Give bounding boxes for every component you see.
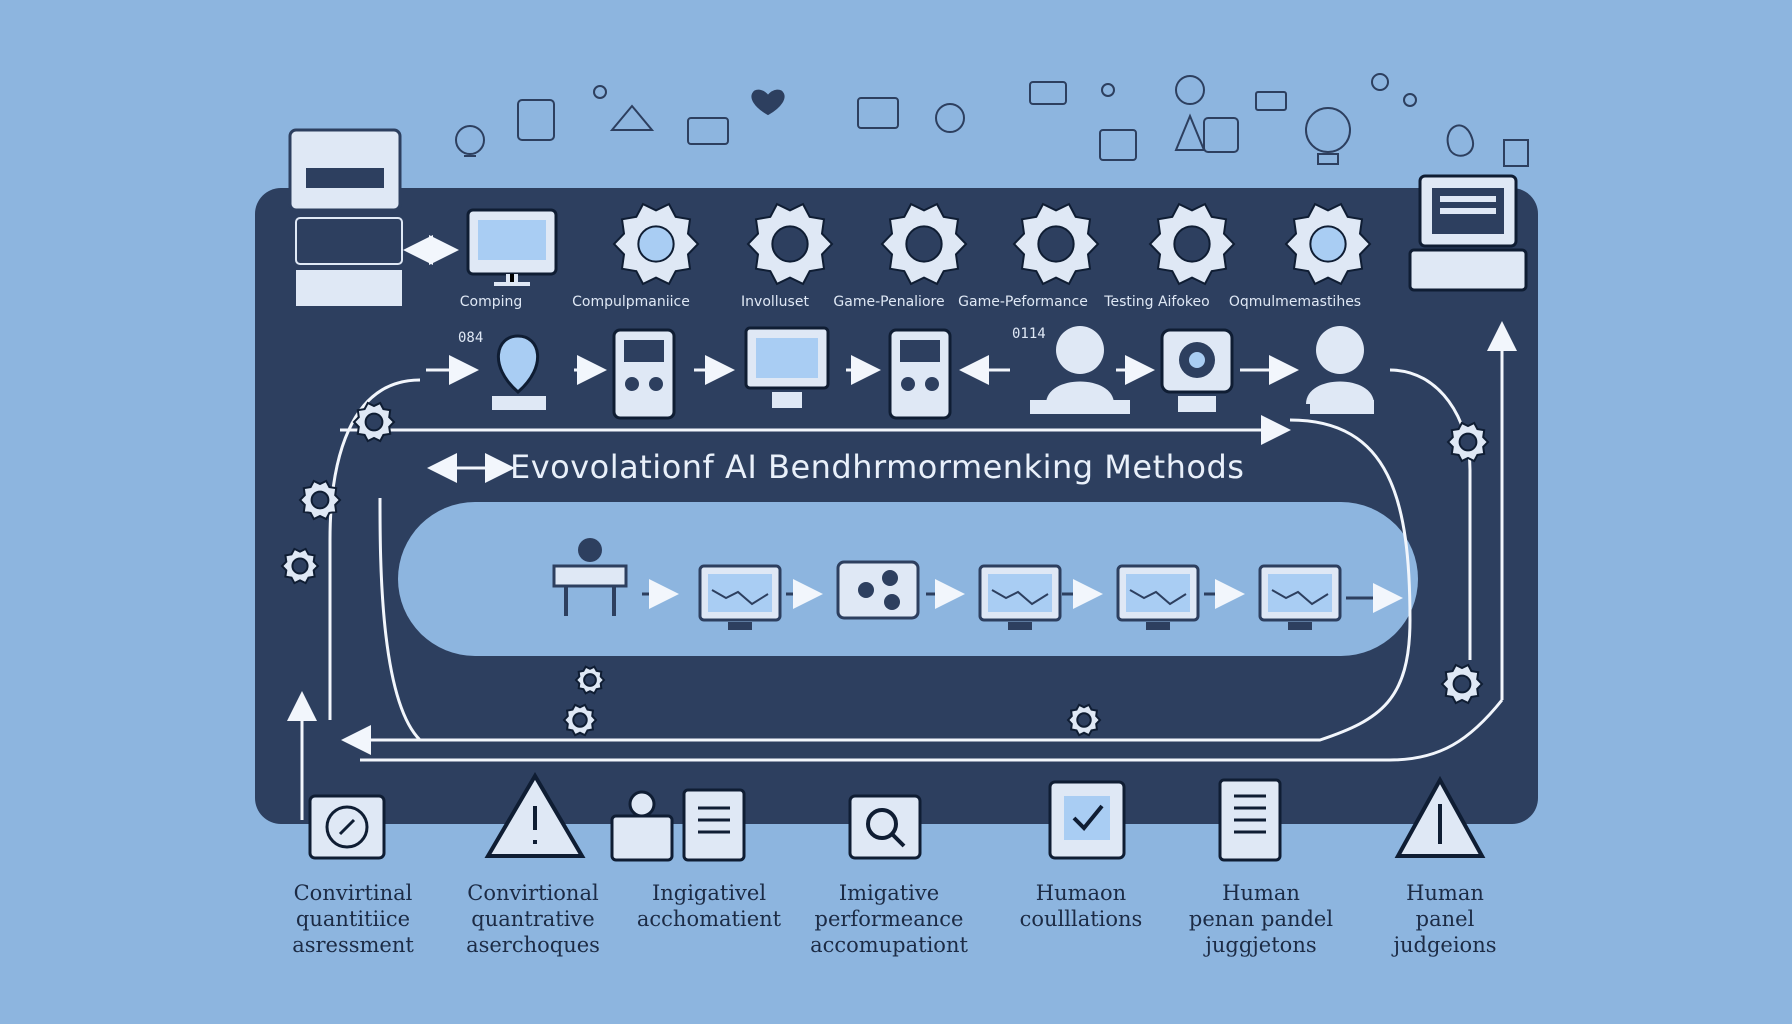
top-label: Oqmulmemastihes xyxy=(1228,294,1362,310)
stamp-label: 0114 xyxy=(1012,326,1046,342)
top-label: Testing Aifokeo xyxy=(1104,294,1210,310)
gear-icon xyxy=(1012,202,1100,286)
person-icon xyxy=(610,790,674,862)
chart-monitor-icon xyxy=(1258,564,1342,630)
top-label: Compulpmaniice xyxy=(572,294,690,310)
clock-icon xyxy=(308,794,386,860)
gear-icon xyxy=(574,665,606,695)
computer-monitor-icon xyxy=(466,208,558,286)
gear-icon xyxy=(612,202,700,286)
chart-monitor-icon xyxy=(978,564,1062,630)
top-label: Game-Peformance xyxy=(958,294,1088,310)
connector-arrows xyxy=(287,321,1517,820)
magnifier-icon xyxy=(848,794,922,860)
handheld-device-icon xyxy=(612,328,676,420)
gear-icon xyxy=(746,202,834,286)
gear-icon xyxy=(1066,703,1102,737)
gear-icon xyxy=(1446,421,1490,463)
gear-icon xyxy=(280,547,320,585)
person-bust-icon xyxy=(1030,326,1130,414)
gear-icon xyxy=(298,479,342,521)
top-label: Involluset xyxy=(741,294,809,310)
bottom-label: Convirtinal quantitiice asressment xyxy=(292,881,414,957)
document-icon xyxy=(682,788,746,862)
gear-icon xyxy=(562,703,598,737)
gear-icon xyxy=(1148,202,1236,286)
bottom-label: Ingigativel acchomatient xyxy=(636,881,782,931)
top-label: Comping xyxy=(459,294,523,310)
molecule-icon xyxy=(836,560,920,620)
bottom-label: Human penan pandel juggjetons xyxy=(1188,881,1334,957)
bottom-label: Convirtional quantrative aserchoques xyxy=(466,881,600,957)
person-at-desk-icon xyxy=(552,538,628,616)
inner-arrows xyxy=(642,579,1403,613)
chart-monitor-icon xyxy=(1116,564,1200,630)
warning-icon xyxy=(484,772,586,858)
decorative-icon-strip xyxy=(455,73,1529,167)
bottom-label: Human panel judgeions xyxy=(1393,881,1497,957)
document-icon xyxy=(1218,778,1282,862)
printer-icon xyxy=(288,128,403,306)
stamp-label: 084 xyxy=(458,330,484,346)
checkmark-icon xyxy=(1048,780,1126,860)
person-bust-icon xyxy=(1306,326,1374,414)
laptop-icon xyxy=(1408,174,1528,292)
location-pin-icon xyxy=(492,334,546,410)
bottom-label: Imigative performeance accomupationt xyxy=(810,881,968,957)
chart-monitor-icon xyxy=(698,564,782,630)
handheld-device-icon xyxy=(888,328,952,420)
monitor-icon xyxy=(744,326,830,408)
top-label: Game-Penaliore xyxy=(833,294,945,310)
gear-icon xyxy=(352,401,396,443)
gear-icon xyxy=(880,202,968,286)
gear-icon xyxy=(1284,202,1372,286)
diagram-title: Evovolationf AI Bendhrmormenking Methods xyxy=(510,448,1245,486)
gear-icon xyxy=(1440,663,1484,705)
bottom-label: Humaon coulllations xyxy=(1019,881,1143,931)
camera-icon xyxy=(1160,328,1234,412)
warning-icon xyxy=(1394,775,1486,858)
